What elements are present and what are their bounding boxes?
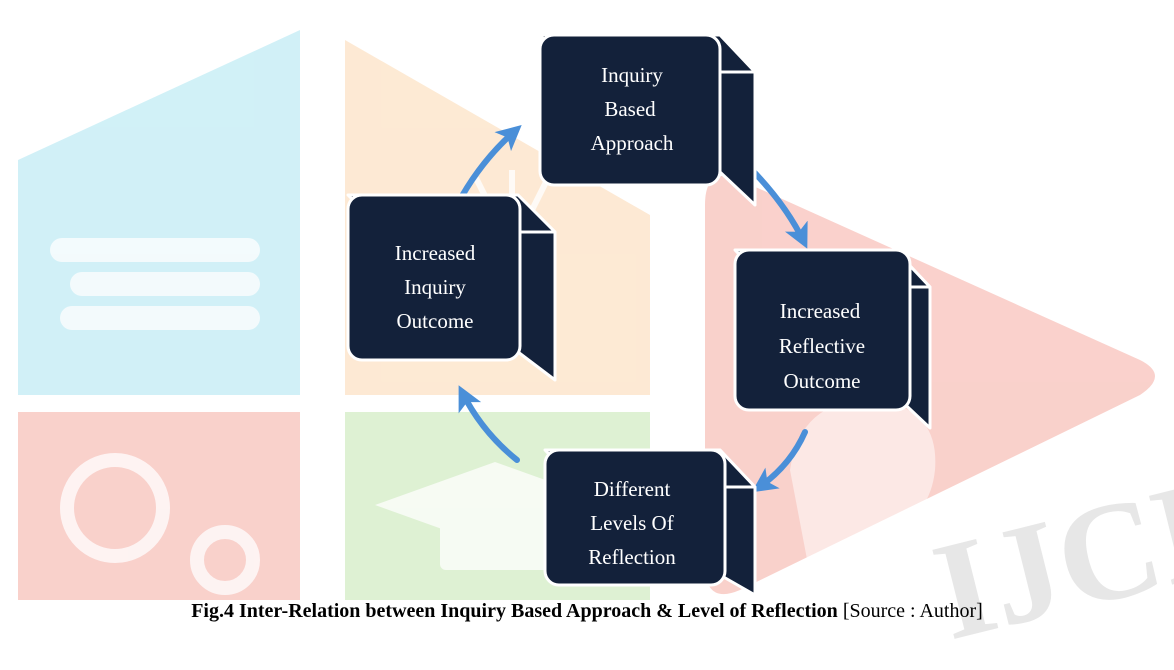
node-label-line: Approach — [591, 131, 674, 155]
node-different-levels-of-reflection: Different Levels Of Reflection — [543, 448, 757, 597]
node-label-line: Increased — [780, 299, 861, 323]
node-inquiry-based-approach: Inquiry Based Approach — [538, 33, 757, 207]
person-icon — [790, 400, 936, 575]
figure-caption: Fig.4 Inter-Relation between Inquiry Bas… — [0, 600, 1174, 623]
arrow-approach-to-reflective — [749, 167, 808, 249]
node-label-line: Inquiry — [601, 63, 663, 87]
cycle-arrows — [458, 125, 808, 493]
figure-caption-source: [Source : Author] — [837, 600, 983, 622]
arrow-levels-to-inquiry-outcome — [458, 385, 520, 463]
node-label-line: Increased — [395, 241, 476, 265]
gear-icon — [60, 453, 260, 595]
node-label-line: Outcome — [397, 309, 474, 333]
node-label-line: Levels Of — [590, 511, 673, 535]
figure-caption-title: Fig.4 Inter-Relation between Inquiry Bas… — [191, 600, 838, 622]
node-increased-inquiry-outcome: Increased Inquiry Outcome — [346, 193, 557, 382]
node-label-line: Different — [594, 477, 671, 501]
cloud-icon — [50, 238, 260, 330]
node-label-line: Inquiry — [404, 275, 466, 299]
node-label-line: Based — [604, 97, 656, 121]
watermark-cyan-panel — [18, 30, 300, 395]
node-label-line: Outcome — [784, 369, 861, 393]
node-label-line: Reflection — [588, 545, 676, 569]
arrow-inquiry-outcome-to-approach — [459, 125, 522, 199]
node-increased-reflective-outcome: Increased Reflective Outcome — [733, 248, 932, 430]
node-label-line: Reflective — [779, 334, 865, 358]
arrow-reflective-to-levels — [751, 429, 808, 493]
